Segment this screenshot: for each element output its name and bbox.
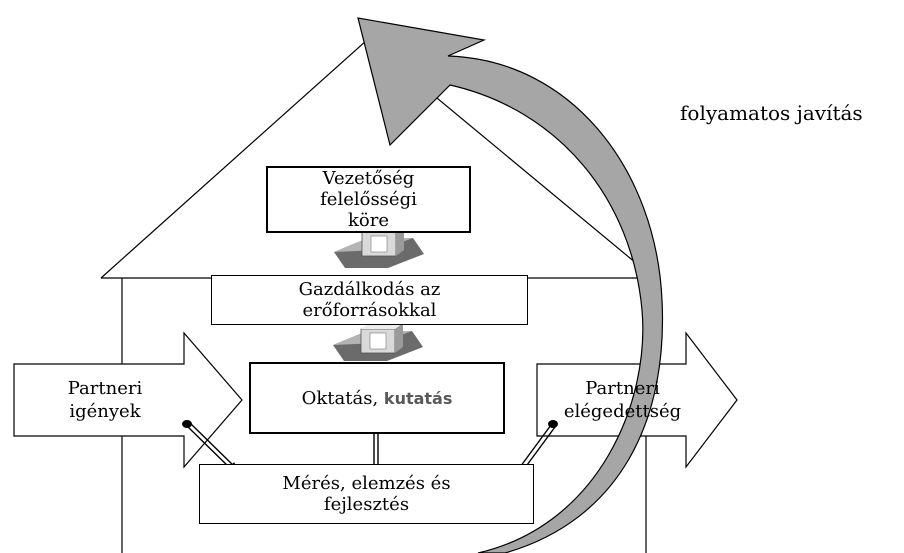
education-label: Oktatás, kutatás [302, 388, 453, 409]
cycle-label: folyamatos javítás [680, 101, 863, 125]
measurement-label: Mérés, elemzés és fejlesztés [282, 473, 451, 515]
education-label-research: kutatás [383, 388, 453, 408]
education-label-main: Oktatás, [301, 387, 379, 409]
improvement-cycle-arrow [357, 17, 664, 553]
leadership-label: Vezetőség felelősségi köre [320, 168, 417, 231]
resources-label: Gazdálkodás az erőforrásokkal [298, 279, 441, 321]
resources-box: Gazdálkodás az erőforrásokkal [211, 275, 528, 325]
leadership-box: Vezetőség felelősségi köre [266, 166, 471, 233]
measurement-box: Mérés, elemzés és fejlesztés [199, 464, 534, 524]
input-arrow-shape [13, 331, 243, 469]
input-arrow-label: Partneri igények [67, 378, 143, 422]
output-arrow-label: Partneri elégedettség [563, 378, 682, 422]
education-box: Oktatás, kutatás [249, 362, 505, 434]
connector-block-lower [333, 323, 423, 361]
